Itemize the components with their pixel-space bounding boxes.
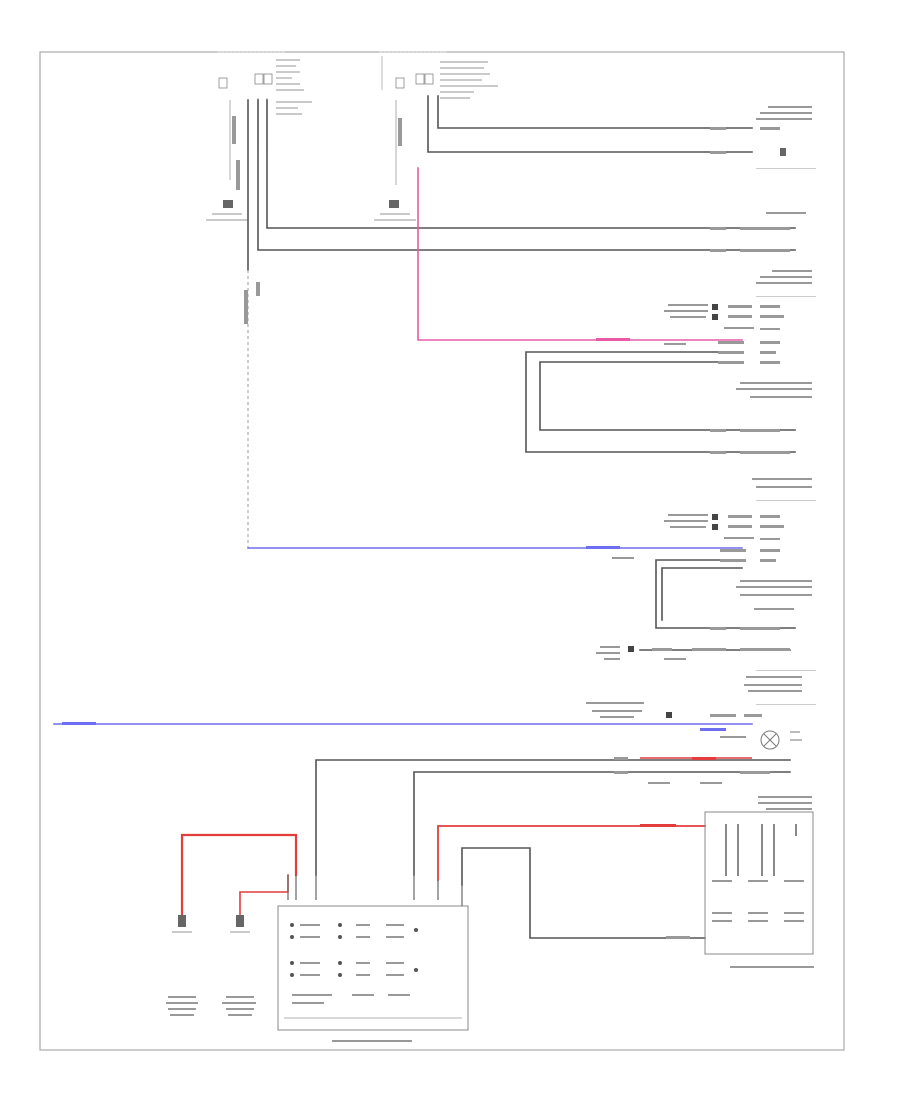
wire-ground-left: [461, 847, 706, 939]
wire-red-left-inner: [239, 874, 289, 916]
left-window-switch-connector: [206, 51, 312, 221]
right-terminal-labels: [62, 106, 816, 939]
wire-lower-bus-a: [315, 759, 791, 876]
wire-passenger-loop-outer: [525, 351, 796, 453]
wire-left-a: [266, 99, 796, 229]
wire-pink: [417, 167, 743, 341]
wire-red-right: [437, 825, 706, 881]
seat-heater-switches: [166, 915, 256, 1016]
wire-rear-right-a: [437, 95, 753, 129]
wire-rear-right-b: [427, 95, 753, 153]
right-window-switch-connector: [374, 51, 498, 221]
wire-red-left: [180, 833, 298, 917]
wire-left-b: [257, 99, 796, 251]
left-connector-labels: [232, 116, 402, 324]
wire-lower-bus-b: [413, 771, 791, 876]
wire-rear-loop-inner: [661, 567, 743, 621]
seat-heater-relay-module: [277, 875, 469, 1042]
wire-passenger-loop-inner: [539, 361, 796, 431]
seat-heater-control-module: [704, 811, 814, 968]
ground-wires: [247, 95, 796, 939]
lamp-symbol: [760, 730, 802, 750]
